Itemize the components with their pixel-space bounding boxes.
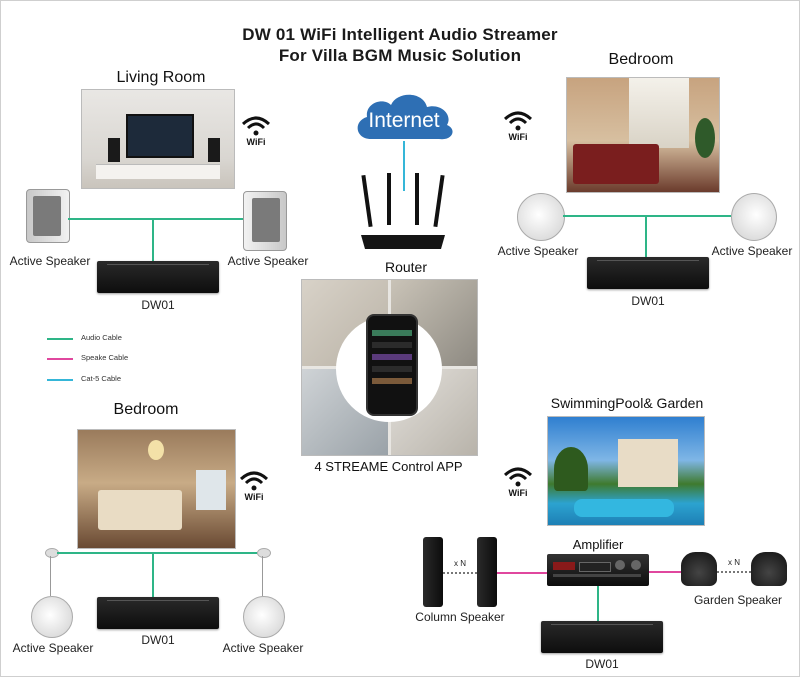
app-label: 4 STREAME Control APP	[314, 459, 463, 474]
bedroom-top-photo	[566, 77, 720, 193]
garden-speaker-icon	[751, 552, 787, 586]
audio-cable	[68, 218, 243, 220]
living-room-title: Living Room	[116, 69, 206, 86]
column-speaker-label: Column Speaker	[415, 610, 505, 624]
ceiling-speaker-icon	[517, 193, 565, 241]
wifi-label: WiFi	[246, 137, 266, 147]
legend-speaker-swatch	[47, 358, 73, 360]
wifi-icon	[503, 111, 533, 131]
title-line-2: For Villa BGM Music Solution	[278, 46, 522, 65]
bedroom-top-speaker-right-label: Active Speaker	[711, 244, 793, 258]
cat5-cable-internet-router	[403, 141, 405, 191]
legend-audio-swatch	[47, 338, 73, 340]
audio-cable	[597, 586, 599, 622]
pool-device-label: DW01	[585, 657, 619, 671]
living-device-label: DW01	[141, 298, 175, 312]
title-line-1: DW 01 WiFi Intelligent Audio Streamer	[242, 25, 558, 44]
ceiling-speaker-icon	[731, 193, 777, 241]
legend-cat5-label: Cat-5 Cable	[81, 374, 122, 383]
dw01-device	[97, 597, 219, 629]
pool-garden-title: SwimmingPool& Garden	[550, 395, 704, 411]
column-multiplier-label: x N	[454, 559, 466, 568]
column-speaker-icon	[423, 537, 443, 607]
garden-speaker-label: Garden Speaker	[693, 593, 783, 607]
bedroom-bottom-photo	[77, 429, 236, 549]
legend-audio-label: Audio Cable	[81, 333, 122, 342]
bedroom-top-title: Bedroom	[608, 51, 674, 68]
pool-garden-photo	[547, 416, 705, 526]
living-speaker-right-label: Active Speaker	[227, 254, 309, 268]
garden-speaker-icon	[681, 552, 717, 586]
audio-cable	[645, 215, 647, 257]
wifi-label: WiFi	[508, 132, 528, 142]
bedroom-top-speaker-left-label: Active Speaker	[497, 244, 579, 258]
wifi-icon	[241, 116, 271, 136]
speaker-cable	[497, 572, 547, 574]
amplifier-label: Amplifier	[572, 537, 624, 552]
router-label: Router	[384, 259, 428, 275]
legend-cat5-swatch	[47, 379, 73, 381]
speaker-icon	[26, 189, 70, 243]
pendant-speaker-icon	[31, 596, 73, 638]
app-collage	[301, 279, 478, 456]
living-speaker-left-label: Active Speaker	[9, 254, 91, 268]
internet-label: Internet	[368, 109, 440, 132]
phone-icon	[366, 314, 418, 416]
audio-cable	[57, 552, 257, 554]
audio-cable	[152, 552, 154, 598]
pendant-mount-icon	[257, 548, 271, 558]
dw01-device	[541, 621, 663, 653]
pendant-speaker-icon	[243, 596, 285, 638]
wifi-icon	[239, 471, 269, 491]
speaker-icon	[243, 191, 287, 251]
wifi-label: WiFi	[244, 492, 264, 502]
dw01-device	[587, 257, 709, 289]
amplifier-icon	[547, 554, 649, 586]
living-room-photo	[81, 89, 235, 189]
garden-multiplier-label: x N	[728, 558, 740, 567]
router-icon	[361, 173, 445, 249]
bedroom-bottom-speaker-right-label: Active Speaker	[222, 641, 304, 655]
wifi-label: WiFi	[508, 488, 528, 498]
bedroom-bottom-speaker-left-label: Active Speaker	[12, 641, 94, 655]
dw01-device	[97, 261, 219, 293]
speaker-cable	[649, 571, 681, 573]
bedroom-bottom-title: Bedroom	[113, 401, 179, 418]
legend-speaker-label: Speake Cable	[81, 353, 129, 362]
bedroom-top-device-label: DW01	[631, 294, 665, 308]
audio-cable	[563, 215, 731, 217]
column-speaker-icon	[477, 537, 497, 607]
bedroom-bottom-device-label: DW01	[141, 633, 175, 647]
wifi-icon	[503, 467, 533, 487]
audio-cable	[152, 218, 154, 262]
internet-cloud-icon	[357, 94, 453, 140]
